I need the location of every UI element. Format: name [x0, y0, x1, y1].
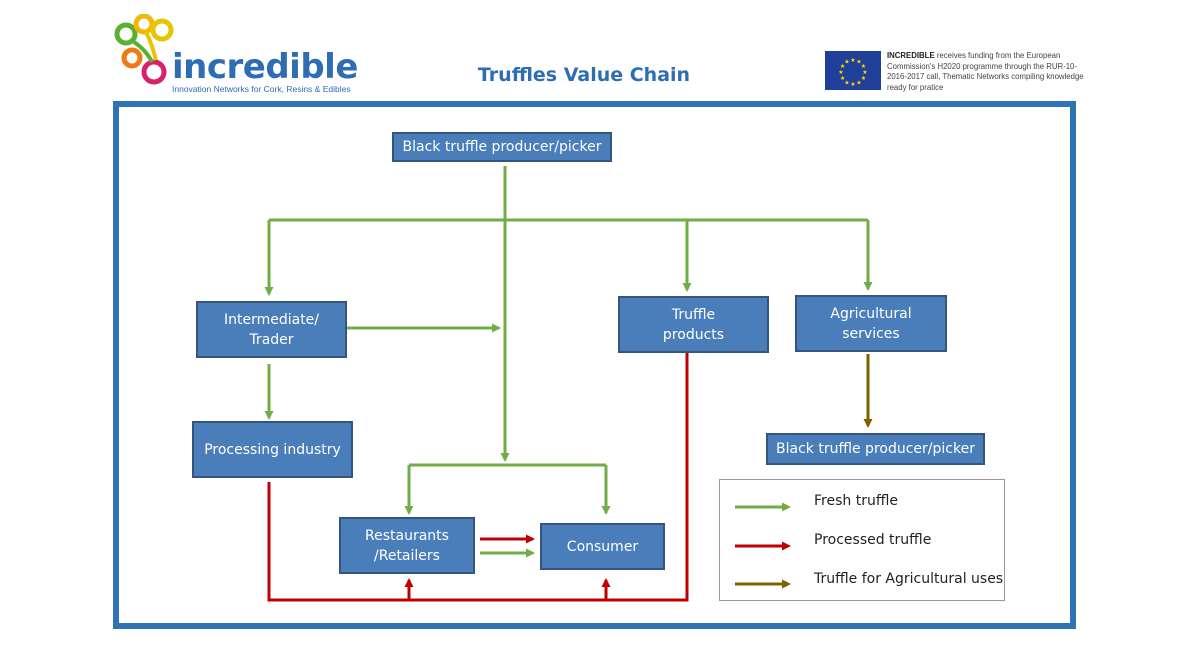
diagram-frame [113, 101, 1076, 629]
node-restaurants-retailers: Restaurants /Retailers [339, 517, 475, 574]
node-agricultural-services: Agricultural services [795, 295, 947, 352]
legend-arrowhead-fresh-truffle [782, 502, 791, 512]
fresh-truffle-flows [264, 166, 873, 558]
svg-text:★: ★ [862, 69, 867, 76]
legend-label-processed-truffle: Processed truffle [814, 532, 932, 548]
svg-text:★: ★ [844, 59, 849, 66]
incredible-logo: incredible Innovation Networks for Cork,… [112, 13, 358, 96]
legend-arrowhead-processed-truffle [782, 541, 791, 551]
node-black-truffle-producer: Black truffle producer/picker [392, 132, 612, 162]
node-truffle-products: Truffle products [618, 296, 769, 353]
legend-label-agricultural-uses: Truffle for Agricultural uses [814, 571, 1004, 587]
legend-label-fresh-truffle: Fresh truffle [814, 493, 898, 509]
node-processing-industry: Processing industry [192, 421, 353, 478]
legend: Fresh truffle Processed truffle Truffle … [719, 479, 1005, 601]
page-title: Truffles Value Chain [477, 64, 691, 86]
legend-arrowhead-agricultural-uses [782, 579, 791, 589]
node-black-truffle-producer-bottom: Black truffle producer/picker [766, 433, 985, 465]
svg-text:★: ★ [840, 75, 845, 82]
funding-notice: INCREDIBLE receives funding from the Eur… [887, 51, 1087, 93]
svg-text:★: ★ [840, 63, 845, 70]
svg-text:★: ★ [850, 81, 855, 88]
svg-text:★: ★ [844, 79, 849, 86]
processed-truffle-flows [267, 353, 689, 602]
svg-text:★: ★ [850, 57, 855, 64]
svg-text:★: ★ [861, 63, 866, 70]
svg-text:★: ★ [856, 59, 861, 66]
funding-notice-text: receives funding from the European Commi… [887, 51, 1084, 92]
svg-text:★: ★ [861, 75, 866, 82]
logo-circles-icon [114, 13, 174, 85]
legend-arrows [735, 502, 791, 589]
node-consumer: Consumer [540, 523, 665, 570]
svg-text:★: ★ [838, 69, 843, 76]
logo-wordmark: incredible [172, 47, 358, 87]
svg-text:★: ★ [856, 79, 861, 86]
logo-tagline: Innovation Networks for Cork, Resins & E… [172, 84, 351, 94]
eu-flag-icon: ★★★ ★★★ ★★★ ★★★ [825, 51, 881, 90]
node-intermediate-trader: Intermediate/ Trader [196, 301, 347, 358]
funding-notice-bold: INCREDIBLE [887, 51, 935, 60]
